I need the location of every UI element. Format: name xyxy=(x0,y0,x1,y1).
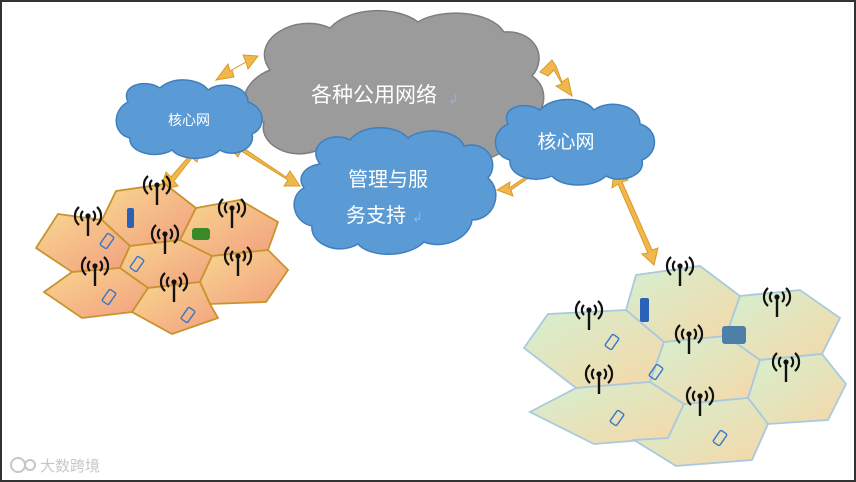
watermark: 大数跨境 xyxy=(10,457,100,475)
public-networks-label: 各种公用网络 xyxy=(311,84,437,107)
management-cloud xyxy=(293,127,497,255)
right-cell-6 xyxy=(528,381,686,445)
arrow-public-coreright xyxy=(539,59,573,98)
core-network-right-label: 核心网 xyxy=(537,131,594,153)
return-mark-icon: ↲ xyxy=(412,211,423,226)
management-label-line1: 管理与服 xyxy=(348,168,428,191)
left-cell-7 xyxy=(130,281,220,335)
core-network-left-cloud xyxy=(115,79,263,159)
core-network-right-cloud xyxy=(494,98,656,186)
core-network-left-label: 核心网 xyxy=(168,112,210,128)
arrow-coreleft-public xyxy=(214,54,259,81)
right-cell-cluster xyxy=(522,265,848,467)
management-label-line2: 务支持 xyxy=(346,204,406,227)
watermark-text: 大数跨境 xyxy=(40,457,100,475)
left-cell-cluster xyxy=(34,183,290,335)
left-devices xyxy=(99,208,210,324)
mobile-phone-icon xyxy=(127,208,134,228)
handset-icon xyxy=(192,228,210,240)
return-mark-icon: ↲ xyxy=(448,93,459,108)
watermark-logo-icon xyxy=(10,457,26,473)
desk-phone-icon xyxy=(722,326,746,344)
right-cell-7 xyxy=(631,397,770,467)
right-devices xyxy=(604,298,746,447)
right-cell-5 xyxy=(747,353,848,425)
arrow-coreright-cells xyxy=(611,171,659,266)
mobile-phone-icon xyxy=(640,298,649,322)
